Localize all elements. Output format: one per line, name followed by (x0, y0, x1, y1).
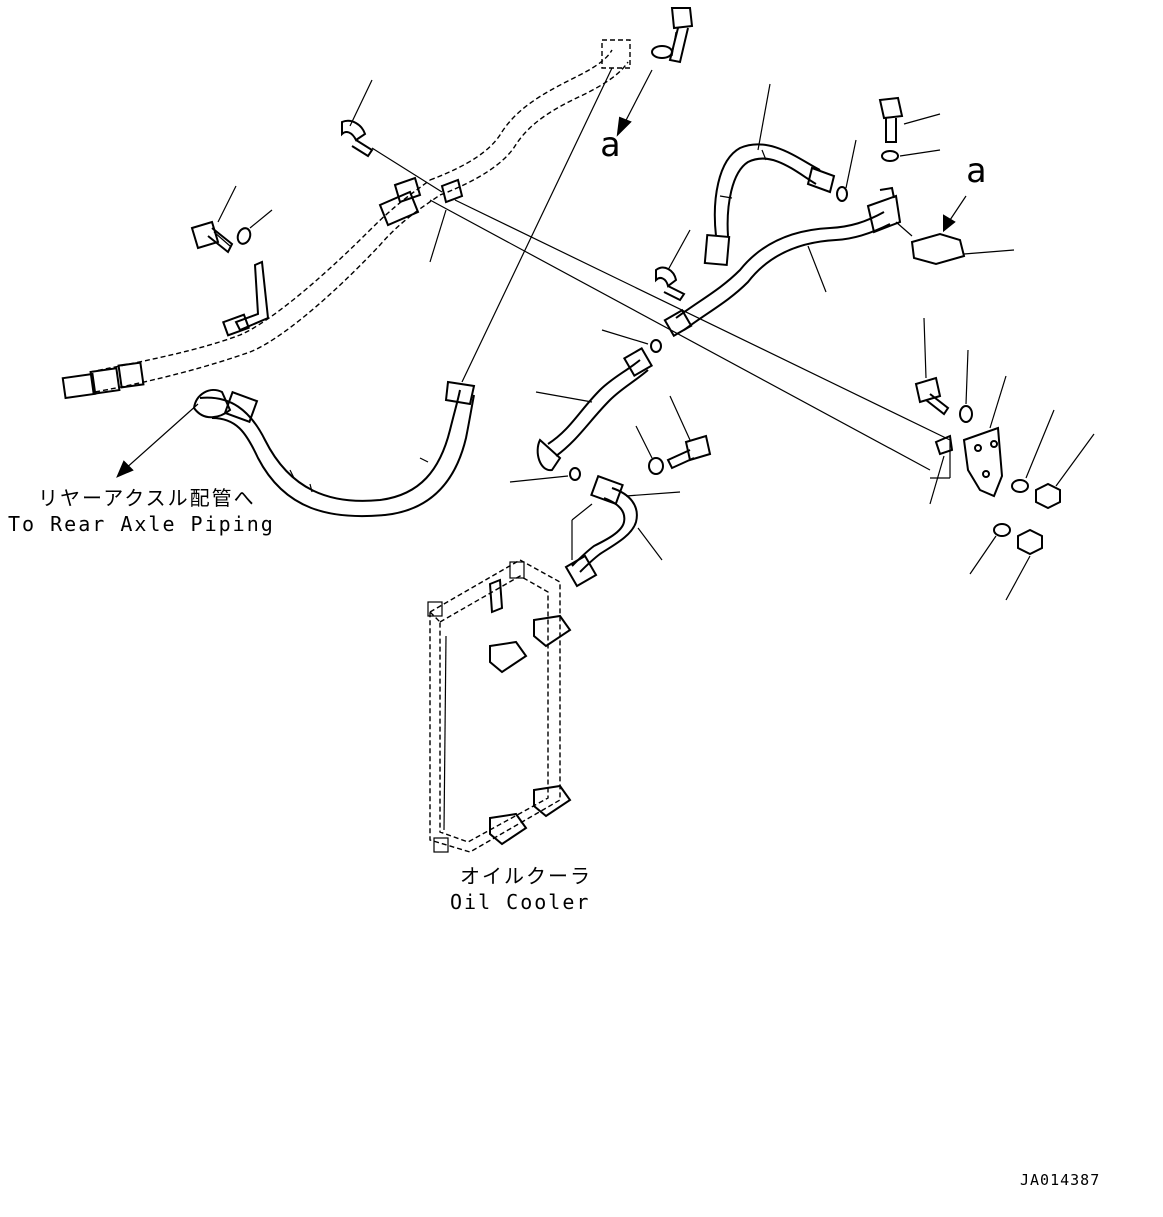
oil-cooler-callout-jp: オイルクーラ (460, 864, 592, 888)
middle-hose (535, 346, 654, 472)
ref-arrow-left (616, 69, 653, 137)
ref-label-a-right: a (966, 151, 987, 191)
oil-cooler (427, 559, 572, 853)
bolt-right (914, 317, 973, 423)
o-rings (509, 329, 662, 483)
clip-middle (655, 229, 691, 302)
lower-tube (564, 474, 681, 588)
plate-bracket-right (929, 375, 1007, 505)
rear-axle-arrow (116, 403, 199, 478)
rear-axle-hose (192, 380, 476, 518)
oil-cooler-callout-en: Oil Cooler (450, 890, 591, 914)
upper-right-hose (703, 83, 836, 266)
bolt-left (190, 185, 273, 254)
rear-axle-callout-jp: リヤーアクスル配管へ (38, 486, 256, 510)
ref-label-a-left: a (600, 125, 621, 165)
upper-right-tube (663, 139, 902, 338)
rear-axle-callout-en: To Rear Axle Piping (8, 512, 275, 536)
leader-lines (371, 67, 951, 479)
bracket-upper-right (895, 195, 1015, 266)
bolt-top (651, 7, 694, 64)
drawing-id: JA014387 (1020, 1171, 1101, 1189)
bolt-upper-right (878, 96, 941, 162)
nuts-right (969, 409, 1095, 601)
bolt-middle (635, 395, 712, 475)
clip-upper-left (341, 79, 374, 158)
clip-small (429, 178, 464, 263)
dashed-existing-pipe (61, 39, 631, 400)
